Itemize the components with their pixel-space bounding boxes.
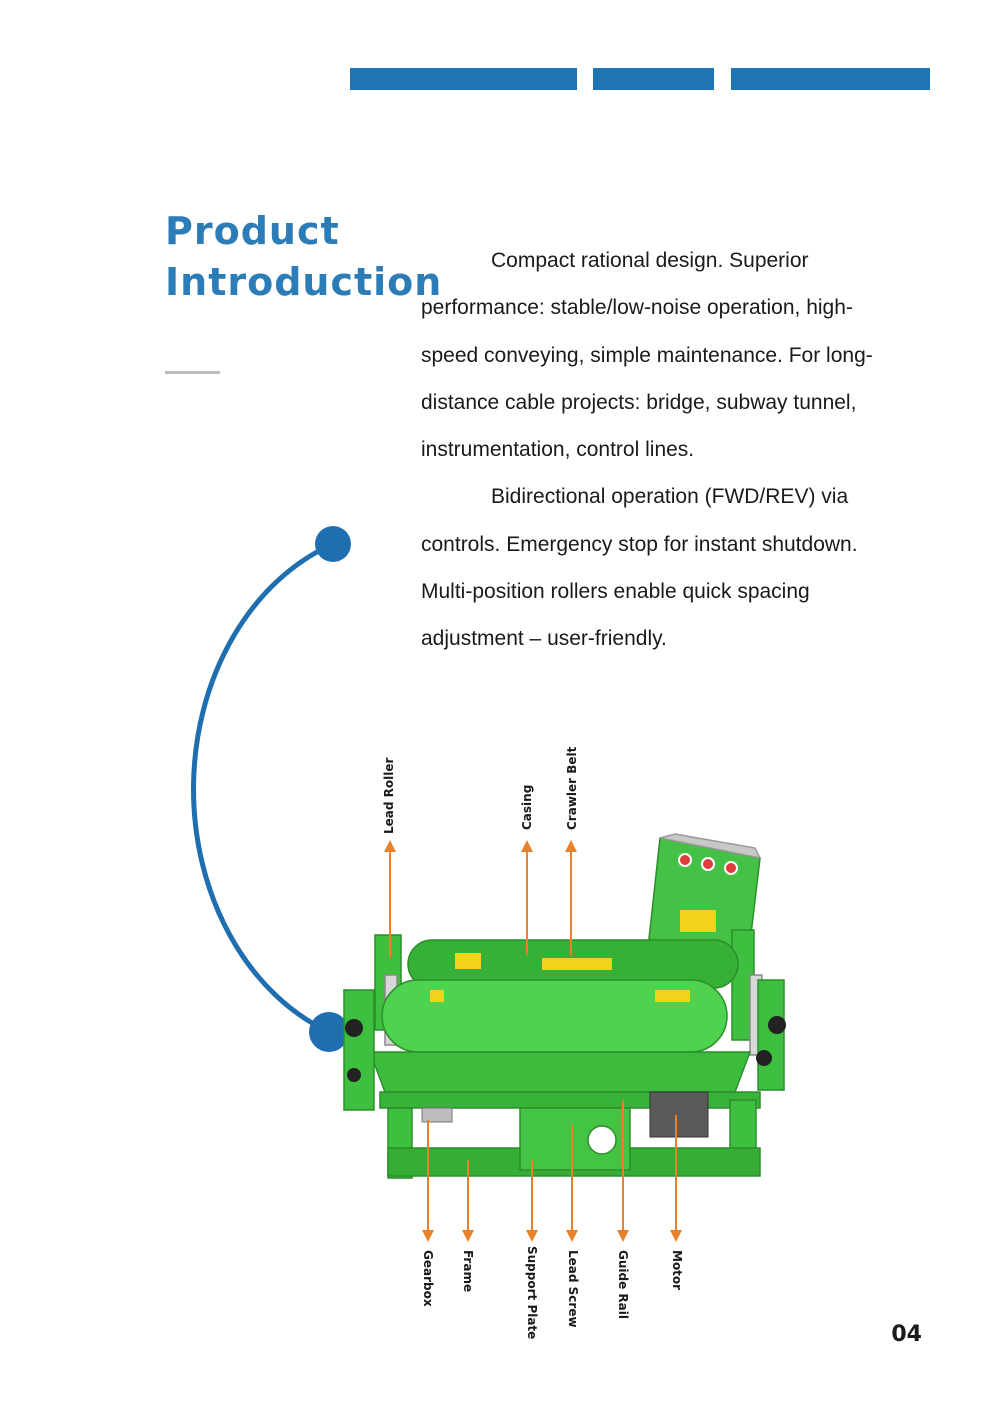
- label-guide-rail: Guide Rail: [616, 1250, 630, 1319]
- header-bar-1: [350, 68, 577, 90]
- header-bar-3: [731, 68, 930, 90]
- intro-text: Compact rational design. Superior perfor…: [421, 237, 881, 663]
- label-crawler-belt: Crawler Belt: [565, 746, 579, 830]
- decorative-arc: [191, 526, 351, 1052]
- cable-pusher-machine-illustration: [343, 833, 786, 1179]
- label-lead-screw: Lead Screw: [566, 1250, 580, 1328]
- arc-dot-top: [315, 526, 351, 562]
- label-lead-roller: Lead Roller: [382, 757, 396, 834]
- page-title: Product Introduction: [165, 206, 442, 308]
- label-motor: Motor: [670, 1250, 684, 1291]
- title-line-2: Introduction: [165, 260, 443, 304]
- title-divider: [165, 371, 220, 374]
- label-frame: Frame: [461, 1250, 475, 1293]
- page-number: 04: [891, 1322, 922, 1347]
- arc-dot-bottom: [309, 1012, 349, 1052]
- label-gearbox: Gearbox: [421, 1250, 435, 1307]
- title-line-1: Product: [165, 209, 340, 253]
- header-bar-2: [593, 68, 714, 90]
- intro-paragraph-1: Compact rational design. Superior perfor…: [421, 249, 873, 462]
- label-casing: Casing: [520, 784, 534, 830]
- label-support-plate: Support Plate: [525, 1246, 539, 1340]
- intro-paragraph-2: Bidirectional operation (FWD/REV) via co…: [421, 485, 858, 651]
